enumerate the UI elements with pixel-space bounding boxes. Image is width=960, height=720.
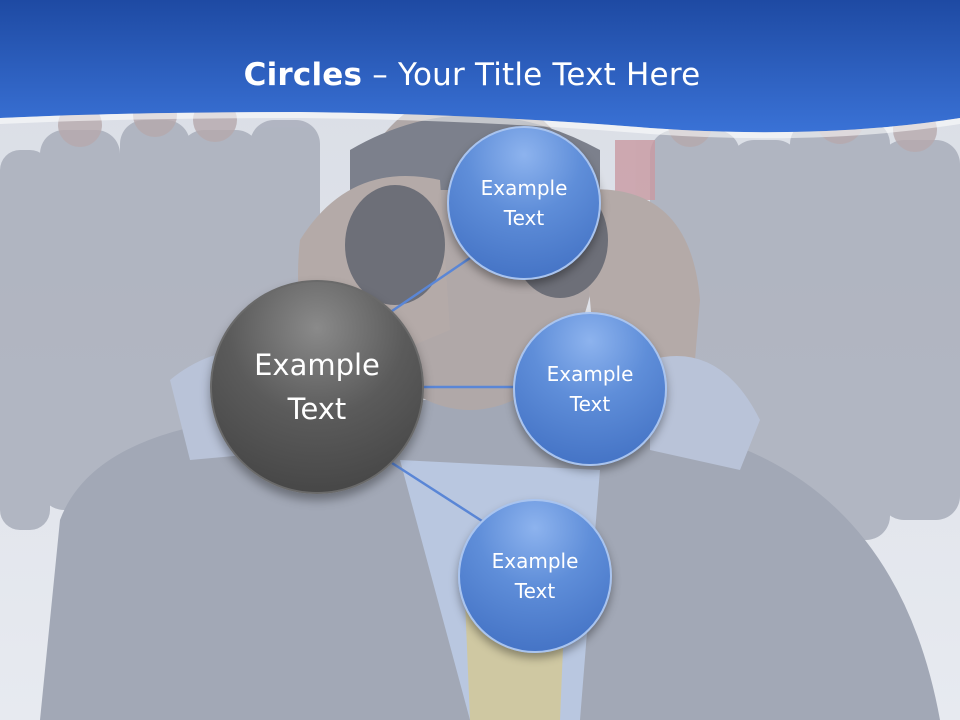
satellite-circle-3[interactable]: Example Text xyxy=(458,499,612,653)
satellite-2-line2: Text xyxy=(569,392,611,416)
satellite-1-line1: Example xyxy=(480,176,568,200)
satellite-3-line1: Example xyxy=(491,549,579,573)
connector-1 xyxy=(391,256,471,313)
satellite-circle-2[interactable]: Example Text xyxy=(513,312,667,466)
satellite-circle-1[interactable]: Example Text xyxy=(447,126,601,280)
slide-title: Circles – Your Title Text Here xyxy=(0,52,944,98)
center-circle[interactable]: Example Text xyxy=(210,280,424,494)
center-circle-line1: Example xyxy=(254,348,380,382)
connector-3 xyxy=(391,461,483,523)
title-bold: Circles xyxy=(243,57,363,93)
title-rest: – Your Title Text Here xyxy=(362,57,701,93)
satellite-2-line1: Example xyxy=(546,362,634,386)
satellite-1-line2: Text xyxy=(503,206,545,230)
center-circle-line2: Text xyxy=(287,392,347,426)
satellite-3-line2: Text xyxy=(514,579,556,603)
